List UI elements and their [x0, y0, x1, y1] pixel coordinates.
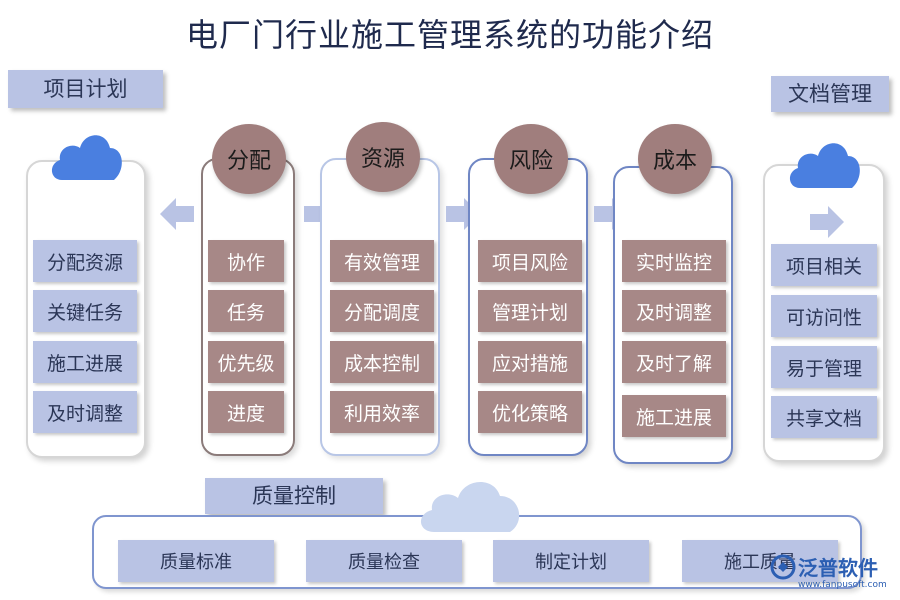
quality-item: 质量检查 [306, 540, 462, 582]
project-plan-item: 关键任务 [33, 290, 137, 332]
arrow-left-icon [160, 198, 194, 230]
watermark: 泛普软件 www.fanpusoft.com [770, 550, 898, 596]
column-item: 优化策略 [478, 391, 582, 433]
column-header-cost: 成本 [638, 124, 712, 194]
column-item: 优先级 [208, 341, 284, 383]
watermark-brand: 泛普软件 [798, 556, 878, 580]
column-item: 进度 [208, 391, 284, 433]
cloud-icon [51, 135, 122, 180]
column-header-allocate: 分配 [212, 124, 286, 194]
project-plan-item: 施工进展 [33, 341, 137, 383]
column-item: 成本控制 [330, 341, 434, 383]
column-item: 及时调整 [622, 290, 726, 332]
quality-item: 质量标准 [118, 540, 274, 582]
column-item: 有效管理 [330, 240, 434, 282]
page-title: 电厂门行业施工管理系统的功能介绍 [185, 16, 714, 54]
watermark-url: www.fanpusoft.com [798, 580, 887, 590]
doc-mgmt-item: 易于管理 [771, 346, 877, 388]
column-header-resources: 资源 [346, 122, 420, 192]
column-item: 及时了解 [622, 341, 726, 383]
column-item: 分配调度 [330, 290, 434, 332]
column-item: 应对措施 [478, 341, 582, 383]
column-item: 实时监控 [622, 240, 726, 282]
doc-mgmt-label: 文档管理 [771, 76, 889, 112]
doc-mgmt-item: 可访问性 [771, 295, 877, 337]
column-item: 施工进展 [622, 395, 726, 437]
doc-mgmt-item: 项目相关 [771, 244, 877, 286]
brand-logo-icon [770, 554, 796, 580]
cloud-icon [420, 481, 520, 532]
quality-label: 质量控制 [205, 478, 383, 514]
project-plan-item: 分配资源 [33, 240, 137, 282]
column-item: 管理计划 [478, 290, 582, 332]
column-header-risk: 风险 [494, 124, 568, 194]
project-plan-label: 项目计划 [8, 70, 163, 108]
project-plan-item: 及时调整 [33, 391, 137, 433]
column-item: 项目风险 [478, 240, 582, 282]
column-item: 利用效率 [330, 391, 434, 433]
doc-mgmt-item: 共享文档 [771, 396, 877, 438]
cloud-icon [789, 143, 860, 188]
arrow-right-icon [810, 206, 844, 238]
column-item: 协作 [208, 240, 284, 282]
column-item: 任务 [208, 290, 284, 332]
quality-item: 制定计划 [493, 540, 649, 582]
